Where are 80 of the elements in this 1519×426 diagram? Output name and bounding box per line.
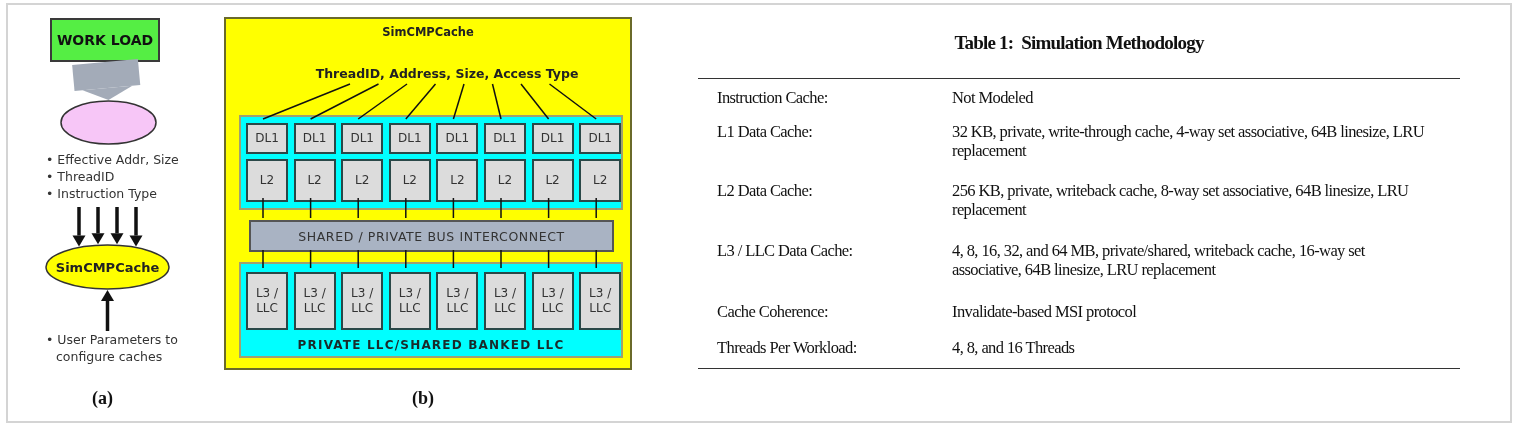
panel-title: SimCMPCache: [381, 25, 475, 39]
connector-line: [309, 249, 312, 269]
simulator-ellipse: SimCMPCache: [45, 244, 170, 290]
arrow: [72, 207, 86, 247]
cache-block: L3 / LLC: [579, 272, 622, 330]
cache-block: L2: [293, 159, 336, 202]
connector-line: [357, 249, 359, 269]
signal-label: ThreadID, Address, Size, Access Type: [287, 60, 607, 86]
cache-block: L3 / LLC: [436, 272, 479, 330]
connector-line: [357, 83, 408, 120]
bullet-list: • Effective Addr, Size • ThreadID • Instruction Type: [46, 151, 211, 207]
parameter-label: L2 Data Cache:: [717, 181, 813, 200]
connector-line: [405, 249, 407, 269]
connector-line: [452, 249, 455, 269]
cache-block: L3 / LLC: [484, 272, 526, 330]
cache-block: L2: [579, 159, 622, 202]
parameter-label: Threads Per Workload:: [717, 338, 857, 357]
connector-line: [500, 197, 502, 219]
cache-block: DL1: [388, 123, 431, 154]
table-title: Table 1: Simulation Methodology: [953, 32, 1206, 54]
cache-block: L3 / LLC: [246, 272, 288, 330]
connector-line: [548, 83, 597, 120]
simulator-panel: [224, 17, 632, 370]
cache-block: L2: [341, 159, 384, 202]
connector-line: [262, 197, 264, 219]
cache-block: L3 / LLC: [531, 272, 574, 330]
cache-block: DL1: [293, 123, 336, 154]
panel-label: (a): [92, 388, 113, 409]
connector-line: [309, 197, 312, 219]
cache-block: L3 / LLC: [388, 272, 431, 330]
parameter-label: Cache Coherence:: [717, 302, 828, 321]
connector-line: [309, 83, 380, 120]
cache-block: DL1: [246, 123, 288, 154]
cache-block: L3 / LLC: [341, 272, 384, 330]
cache-block: L2: [388, 159, 431, 202]
connector-line: [452, 197, 455, 219]
bullet-list: • User Parameters to configure caches: [46, 331, 211, 367]
cache-block: L2: [484, 159, 526, 202]
parameter-value: Invalidate-based MSI protocol: [952, 302, 1138, 321]
connector-line: [500, 249, 502, 269]
connector-line: [547, 197, 550, 219]
connector-line: [262, 249, 264, 269]
connector-line: [595, 249, 597, 269]
parameter-label: L1 Data Cache:: [717, 122, 813, 141]
parameter-label: L3 / LLC Data Cache:: [717, 241, 853, 260]
arrow: [91, 207, 105, 245]
cache-block: L2: [531, 159, 574, 202]
connector-line: [547, 249, 550, 269]
connector-line: [357, 197, 359, 219]
cache-block: L2: [246, 159, 288, 202]
cache-block: DL1: [484, 123, 526, 154]
parameter-value: Not Modeled: [952, 88, 1035, 107]
arrow: [129, 207, 143, 247]
cache-block: L2: [436, 159, 479, 202]
parameter-value: 32 KB, private, write-through cache, 4-way set associative, 64B linesize, LRU replacement: [952, 122, 1426, 160]
cache-block: DL1: [341, 123, 384, 154]
cache-block: DL1: [531, 123, 574, 154]
parameter-label: Instruction Cache:: [717, 88, 828, 107]
connector-line: [520, 83, 550, 120]
connector-line: [491, 83, 502, 120]
parameter-value: 4, 8, and 16 Threads: [952, 338, 1076, 357]
panel-caption: PRIVATE LLC/SHARED BANKED LLC: [296, 338, 566, 352]
process-ellipse: [60, 100, 157, 145]
cache-block: DL1: [579, 123, 622, 154]
cache-block: L3 / LLC: [293, 272, 336, 330]
cache-block: DL1: [436, 123, 479, 154]
connector-line: [452, 83, 465, 120]
parameter-value: 256 KB, private, writeback cache, 8-way set associative, 64B linesize, LRU replacement: [952, 181, 1410, 219]
parameter-value: 4, 8, 16, 32, and 64 MB, private/shared, writeback cache, 16-way set associative, 64B linesize, LRU replacement: [952, 241, 1366, 279]
block-arrow: [72, 58, 141, 100]
arrow: [110, 207, 124, 245]
cache-group-panel: [239, 115, 623, 210]
connector-line: [405, 83, 437, 120]
workload-box: WORK LOAD: [50, 18, 160, 62]
panel-label: (b): [412, 388, 434, 409]
cache-group-panel: [239, 262, 623, 358]
connector-line: [595, 197, 597, 219]
connector-line: [405, 197, 407, 219]
arrow: [101, 290, 114, 331]
bus-bar: SHARED / PRIVATE BUS INTERCONNECT: [249, 220, 614, 252]
